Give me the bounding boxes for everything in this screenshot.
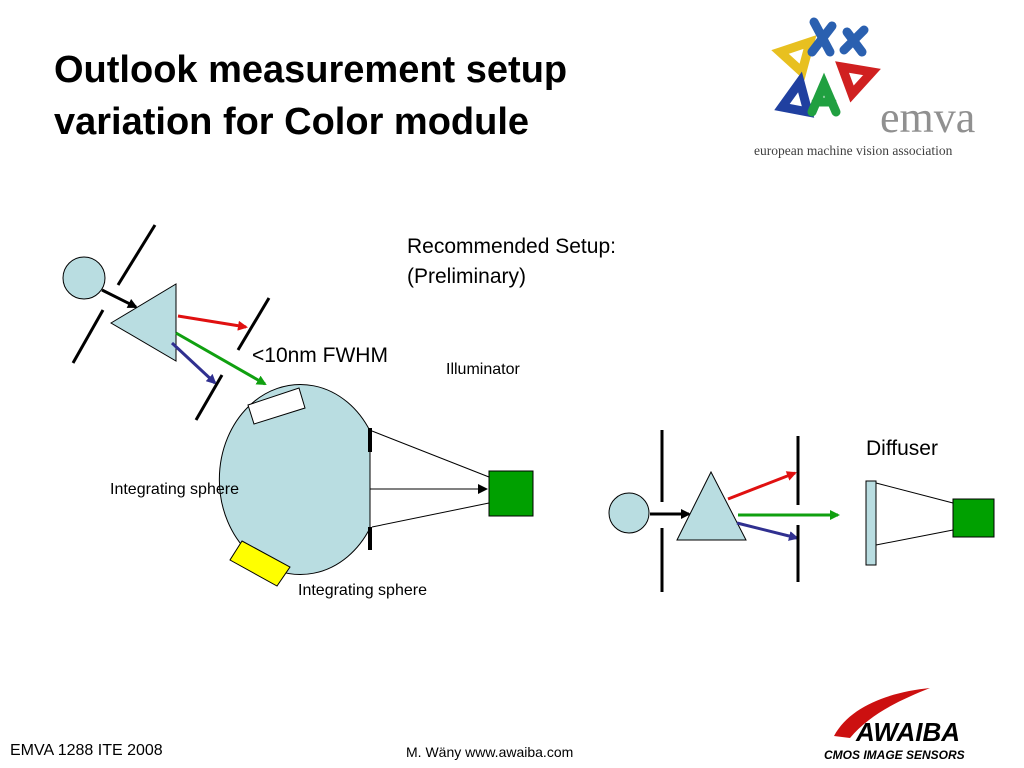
diffuser-label: Diffuser: [866, 437, 938, 460]
blue-beam-left: [170, 341, 217, 385]
entrance-slit-lower: [71, 309, 105, 364]
awaiba-name: AWAIBA: [855, 717, 960, 747]
illuminator-label: Illuminator: [446, 361, 520, 378]
red-beam-right: [727, 471, 797, 501]
footer-center: M. Wäny www.awaiba.com: [406, 744, 574, 760]
sensor-left: [488, 470, 534, 517]
cone-line-top-right: [875, 482, 954, 504]
filter-yellow: [229, 540, 291, 587]
light-source-left: [62, 256, 106, 300]
blue-beam-right: [736, 521, 799, 541]
slide-title: Outlook measurement setup variation for …: [54, 44, 714, 148]
emva-logo: emva european machine vision association: [754, 17, 975, 158]
exit-slit-lower: [194, 374, 224, 421]
light-source-right: [608, 492, 650, 534]
prism-right: [676, 470, 747, 541]
entrance-slit-upper: [116, 224, 157, 286]
green-beam-left: [175, 331, 267, 386]
awaiba-swoosh: [834, 688, 930, 738]
recommended-line-2: (Preliminary): [407, 265, 527, 288]
prism-left: [110, 283, 177, 362]
sphere-input-port: [247, 387, 306, 425]
recommended-line-1: Recommended Setup:: [407, 235, 616, 258]
awaiba-tagline: CMOS IMAGE SENSORS: [824, 748, 965, 762]
title-line-2: variation for Color module: [54, 101, 530, 143]
recommended-setup-label: Recommended Setup: (Preliminary): [407, 232, 616, 292]
integrating-sphere: [218, 384, 371, 575]
integrating-sphere-label-2: Integrating sphere: [298, 582, 427, 599]
diffuser-plate: [865, 480, 877, 566]
sensor-right: [952, 498, 995, 538]
awaiba-logo: AWAIBA CMOS IMAGE SENSORS: [824, 688, 965, 762]
cone-line-bottom-right: [875, 529, 954, 546]
integrating-sphere-label-1: Integrating sphere: [110, 481, 239, 498]
title-line-1: Outlook measurement setup: [54, 49, 568, 91]
red-beam-left: [177, 314, 248, 331]
footer-left: EMVA 1288 ITE 2008: [10, 742, 163, 759]
exit-slit-upper: [236, 297, 271, 351]
emva-wordmark: emva: [880, 93, 975, 142]
source-beam-left: [101, 288, 138, 309]
cone-line-bottom-left: [371, 502, 490, 528]
emva-tagline: european machine vision association: [754, 143, 953, 158]
emva-star-mark: [771, 17, 881, 118]
fwhm-label: <10nm FWHM: [252, 344, 388, 367]
cone-line-top-left: [371, 430, 490, 478]
